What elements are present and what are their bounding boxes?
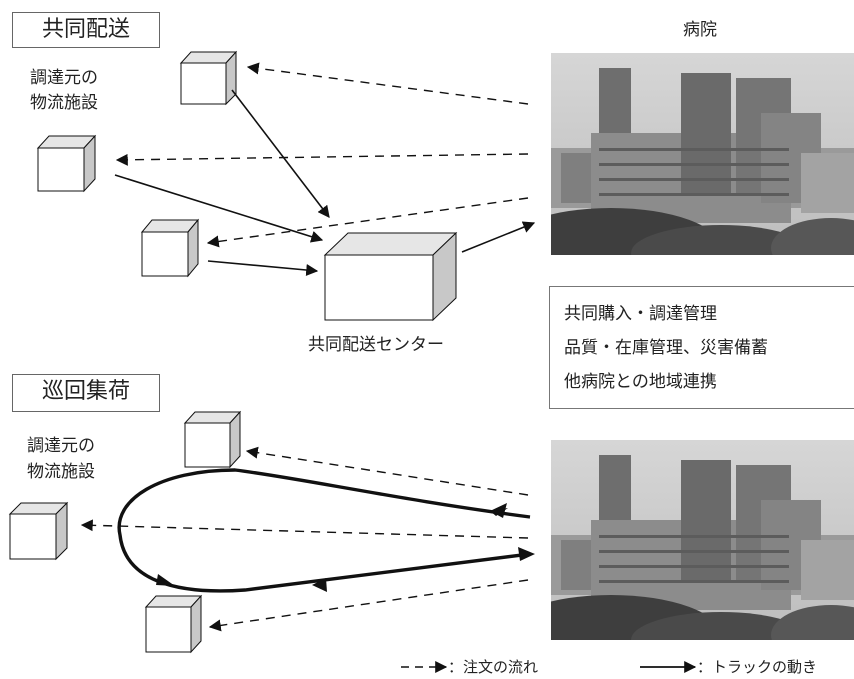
section-title-joint-delivery: 共同配送 [12, 12, 160, 48]
distribution-center-box [323, 231, 458, 322]
info-line-procurement: 共同購入・調達管理 [564, 304, 717, 324]
loop-arrowhead [312, 578, 327, 592]
info-line-regional: 他病院との地域連携 [564, 372, 717, 392]
order-flow-line [115, 153, 529, 166]
loop-arrowhead [518, 547, 535, 561]
order-flow-line [208, 579, 529, 632]
supplier-label-top-line2: 物流施設 [30, 93, 98, 113]
loop-arrowhead [490, 503, 507, 518]
supplier-box-top-1 [179, 50, 238, 106]
center-label: 共同配送センター [308, 335, 444, 355]
legend-truck-move: ：トラックの動き [697, 658, 818, 676]
truck-move-line [231, 89, 330, 218]
hospital-photo-bottom [551, 440, 854, 640]
order-flow-line [206, 197, 529, 248]
hospital-photo-top [551, 53, 854, 255]
loop-arrowhead [156, 574, 175, 586]
truck-move-line [461, 221, 536, 253]
hospital-functions-box: 共同購入・調達管理 品質・在庫管理、災害備蓄 他病院との地域連携 [549, 286, 854, 409]
truck-move-line [207, 260, 319, 276]
hospital-label: 病院 [683, 20, 717, 40]
supplier-label-top-line1: 調達元の [30, 68, 98, 88]
section-title-milk-run: 巡回集荷 [12, 374, 160, 412]
supplier-box-top-3 [140, 218, 200, 278]
supplier-label-bottom-line2: 物流施設 [27, 462, 95, 482]
milk-run-loop [117, 468, 531, 593]
truck-move-line [114, 174, 324, 243]
supplier-box-top-2 [36, 134, 97, 193]
order-flow-line [245, 446, 529, 496]
legend-order-flow: ：注文の流れ [448, 658, 539, 676]
info-line-inventory: 品質・在庫管理、災害備蓄 [564, 338, 768, 358]
supplier-box-bottom-1 [183, 410, 242, 469]
supplier-label-bottom-line1: 調達元の [27, 436, 95, 456]
order-flow-line [80, 519, 529, 539]
supplier-box-bottom-2 [8, 501, 69, 561]
supplier-box-bottom-3 [144, 594, 203, 654]
order-flow-line [246, 62, 529, 105]
